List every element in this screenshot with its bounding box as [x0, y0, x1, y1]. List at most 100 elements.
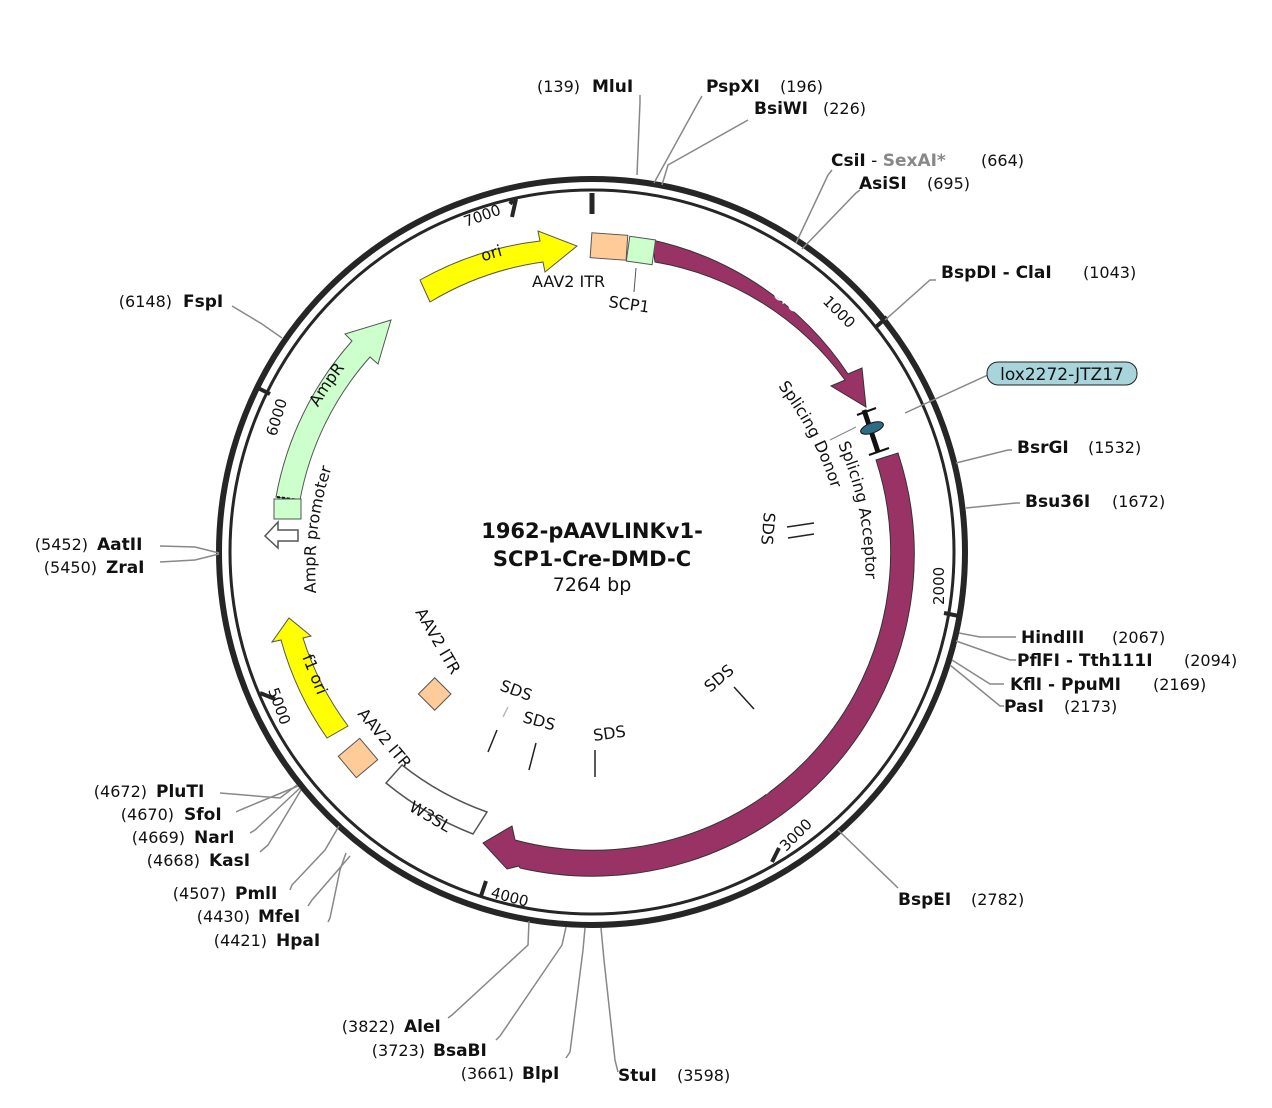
site-mfei-pos: (4430) — [197, 907, 250, 926]
site-kfli-ppumi-pos: (2169) — [1153, 675, 1206, 694]
tick-label-2000: 2000 — [930, 567, 948, 605]
site-hindiii-name[interactable]: HindIII — [1021, 628, 1084, 648]
site-pflfi-tth111i-name[interactable]: PflFI - Tth111I — [1017, 651, 1153, 671]
backbone-outer-circle — [216, 176, 968, 928]
site-hindiii-pos: (2067) — [1112, 628, 1165, 647]
ampr-promoter-label: AmpR promoter — [300, 463, 335, 594]
site-alei-name[interactable]: AleI — [404, 1017, 441, 1037]
tick-label-3000: 3000 — [776, 815, 816, 855]
site-pluti-pos: (4672) — [94, 782, 147, 801]
site-stui-name[interactable]: StuI — [618, 1066, 657, 1086]
itr-mid-label: AAV2 ITR — [412, 605, 465, 678]
site-pasi-pos: (2173) — [1064, 697, 1117, 716]
site-hpai-pos: (4421) — [214, 931, 267, 950]
svg-text:SDS: SDS — [592, 722, 627, 745]
splicing-donor-label: Splicing Donor — [775, 377, 846, 490]
scp1-box[interactable] — [625, 235, 657, 266]
site-nari-pos: (4669) — [132, 828, 185, 847]
site-sfoi-name[interactable]: SfoI — [184, 805, 222, 825]
site-bsiwi-pos: (226) — [823, 99, 866, 118]
site-mlui[interactable]: (139) — [537, 77, 580, 96]
sds-marker-2: SDS — [700, 661, 755, 710]
ori-feature-arrow[interactable] — [419, 230, 578, 303]
site-stui-pos: (3598) — [677, 1066, 730, 1085]
site-bspei-pos: (2782) — [971, 890, 1024, 909]
scp1-label: SCP1 — [607, 292, 650, 317]
site-csii[interactable]: CsiI - SexAI* — [831, 151, 946, 171]
site-bsabi-pos: (3723) — [372, 1041, 425, 1060]
svg-text:SDS: SDS — [521, 708, 557, 735]
dmd-feature-arrow[interactable] — [482, 452, 915, 877]
site-mfei-name[interactable]: MfeI — [258, 907, 300, 927]
tick-label-4000: 4000 — [489, 883, 531, 910]
site-zrai-name[interactable]: ZraI — [106, 558, 145, 578]
site-nari-name[interactable]: NarI — [194, 828, 234, 848]
site-pmli-pos: (4507) — [173, 884, 226, 903]
site-fspi-name[interactable]: FspI — [183, 292, 223, 312]
site-bsabi-name[interactable]: BsaBI — [433, 1041, 487, 1061]
lox-junction[interactable] — [856, 407, 890, 456]
site-fspi-pos: (6148) — [119, 292, 172, 311]
ampr-promoter-arrow[interactable] — [263, 520, 299, 550]
site-zrai-pos: (5450) — [44, 558, 97, 577]
sds-marker-4: SDS — [521, 708, 557, 771]
splicing-donor-leader — [829, 426, 857, 441]
backbone-inner-circle — [228, 188, 956, 916]
lox-tag-box[interactable] — [986, 361, 1138, 386]
site-sexai-name[interactable]: SexAI* — [883, 151, 946, 171]
lox-tag-label: lox2272-JTZ17 — [1000, 365, 1124, 385]
site-bspdi-clai-name[interactable]: BspDI - ClaI — [941, 263, 1052, 283]
itr-top-label: AAV2 ITR — [532, 272, 605, 291]
itr-bottom-box[interactable] — [337, 737, 379, 779]
cre-feature-arrow[interactable] — [651, 239, 867, 408]
site-bsu36i-pos: (1672) — [1112, 492, 1165, 511]
f1ori-feature-arrow[interactable] — [270, 617, 349, 739]
sds-marker-3: SDS — [592, 722, 627, 777]
site-bsu36i-name[interactable]: Bsu36I — [1025, 492, 1090, 512]
site-pluti-name[interactable]: PluTI — [156, 782, 204, 802]
site-kasi-pos: (4668) — [147, 851, 200, 870]
site-asisi-name[interactable]: AsiSI — [859, 174, 907, 194]
lox-leader — [904, 373, 991, 414]
site-aatii-name[interactable]: AatII — [97, 535, 142, 555]
site-blpi-name[interactable]: BlpI — [522, 1064, 559, 1084]
site-bspei-name[interactable]: BspEI — [898, 890, 951, 910]
ampr-feature-arrow[interactable] — [275, 319, 392, 501]
site-kasi-name[interactable]: KasI — [209, 851, 250, 871]
site-bsrgi-pos: (1532) — [1088, 438, 1141, 457]
site-asisi-pos: (695) — [927, 174, 970, 193]
site-bsiwi-name[interactable]: BsiWI — [754, 99, 808, 119]
plasmid-name-line2: SCP1-Cre-DMD-C — [493, 547, 691, 571]
site-mlui-name[interactable]: MluI — [592, 77, 633, 97]
site-pasi-name[interactable]: PasI — [1004, 697, 1044, 717]
tick-marks — [255, 198, 960, 897]
site-pflfi-tth111i-pos: (2094) — [1184, 651, 1237, 670]
w3sl-feature-box[interactable] — [384, 763, 489, 835]
site-bsrgi-name[interactable]: BsrGI — [1017, 438, 1069, 458]
plasmid-name-line1: 1962-pAAVLINKv1- — [481, 519, 703, 543]
splicing-acceptor-label: Splicing Acceptor — [834, 438, 880, 579]
svg-text:SDS: SDS — [700, 661, 737, 697]
tick-label-7000: 7000 — [461, 201, 503, 231]
site-aatii-pos: (5452) — [35, 535, 88, 554]
site-alei-pos: (3822) — [342, 1017, 395, 1036]
scp1-leader — [633, 267, 637, 293]
tick-label-5000: 5000 — [264, 685, 294, 727]
site-bspdi-clai-pos: (1043) — [1083, 263, 1136, 282]
site-pspxi-name[interactable]: PspXI — [706, 77, 760, 97]
site-blpi-pos: (3661) — [461, 1064, 514, 1083]
svg-text:SDS: SDS — [498, 676, 535, 705]
itr-mid-box[interactable] — [417, 677, 452, 711]
itr-top-box[interactable] — [589, 232, 629, 261]
site-pmli-name[interactable]: PmlI — [235, 884, 277, 904]
ampr-promoter-box[interactable] — [273, 498, 302, 520]
site-csii-pos: (664) — [981, 151, 1024, 170]
tick-label-1000: 1000 — [819, 292, 859, 332]
site-hpai-name[interactable]: HpaI — [276, 931, 320, 951]
site-leader-lines — [159, 95, 1020, 1073]
site-kfli-ppumi-name[interactable]: KflI - PpuMI — [1010, 675, 1121, 695]
sds-marker-1: SDS — [757, 512, 815, 546]
svg-text:SDS: SDS — [757, 512, 779, 546]
site-pspxi-pos: (196) — [780, 77, 823, 96]
